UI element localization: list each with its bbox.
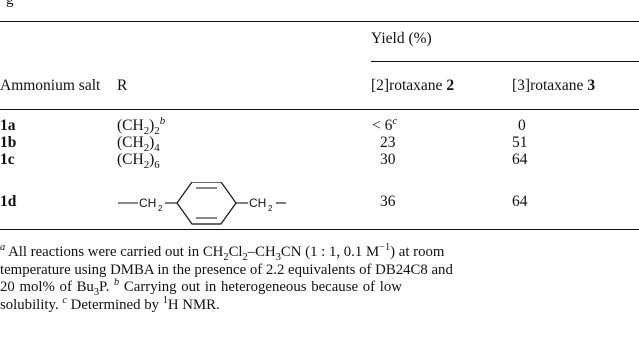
footnote-line4: solubility. c Determined by 1H NMR. — [0, 294, 220, 313]
row-1a-salt: 1a — [0, 117, 16, 134]
table-footnotes: a All reactions were carried out in CH2C… — [0, 242, 639, 314]
row-1c-r: (CH2)6 — [117, 151, 160, 172]
bottom-rule — [0, 229, 639, 230]
row-1b-rot2: 23 — [380, 134, 396, 151]
row-1c-salt: 1c — [0, 151, 15, 168]
row-1b-rot3: 51 — [512, 134, 528, 151]
header-yield-group: Yield (%) — [371, 30, 432, 47]
header-r: R — [117, 77, 128, 94]
row-1a-r: (CH2)2b — [117, 114, 166, 138]
header-ammonium-salt: Ammonium salt — [0, 77, 101, 94]
row-1d-rot3: 64 — [512, 193, 528, 210]
footnote-a-line1: a All reactions were carried out in CH2C… — [0, 242, 445, 263]
group-rule — [371, 61, 639, 62]
table-title-fragment: g — [6, 0, 14, 8]
header-rotaxane-2: [2]rotaxane 2 — [371, 77, 455, 94]
struct-left-ch: CH — [139, 196, 156, 210]
p-xylylene-structure: CH 2 CH 2 — [118, 182, 286, 225]
row-1c-rot3: 64 — [512, 151, 528, 168]
row-1d-rot2: 36 — [380, 193, 396, 210]
row-1c-rot2: 30 — [380, 151, 396, 168]
header-rotaxane-3: [3]rotaxane 3 — [512, 77, 596, 94]
row-1a-rot2: < 6c — [372, 114, 398, 134]
struct-right-ch-sub: 2 — [268, 204, 273, 213]
top-rule — [0, 21, 639, 22]
footnote-line3: 20 mol% of Bu3P. b Carrying out in heter… — [0, 277, 402, 298]
row-1b-r: (CH2)4 — [117, 134, 160, 155]
struct-right-ch: CH — [249, 196, 266, 210]
footnote-a-line2: temperature using DMBA in the presence o… — [0, 261, 453, 278]
struct-left-ch-sub: 2 — [158, 204, 163, 213]
row-1b-salt: 1b — [0, 134, 17, 151]
row-1d-salt: 1d — [0, 193, 17, 210]
row-1a-rot3: 0 — [518, 117, 526, 134]
header-rule — [0, 109, 639, 110]
